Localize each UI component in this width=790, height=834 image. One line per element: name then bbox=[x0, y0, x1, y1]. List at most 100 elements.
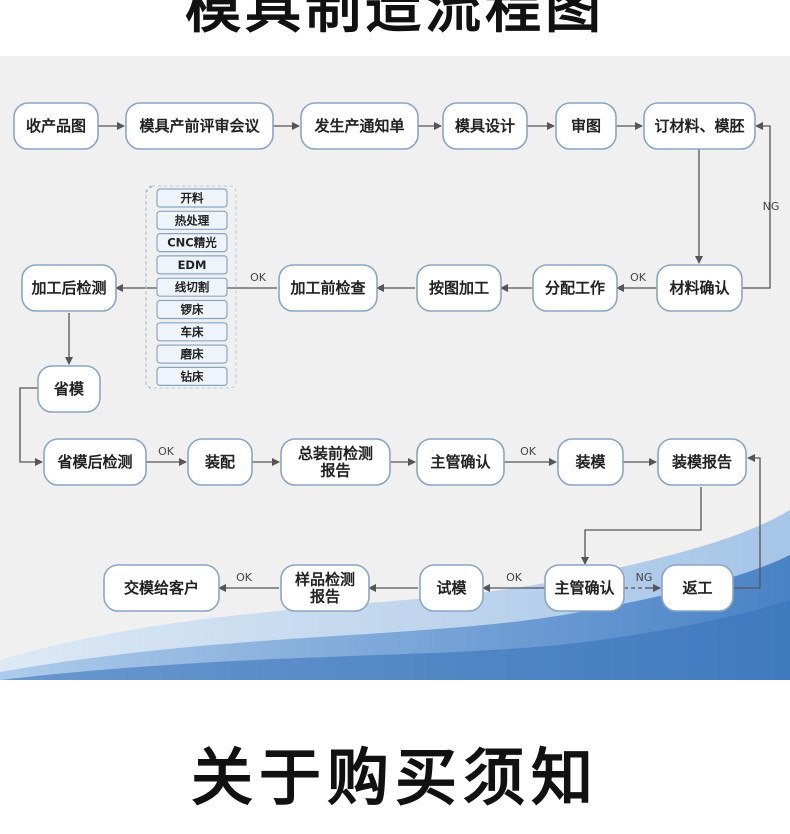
label-ok-mount: OK bbox=[520, 445, 537, 458]
node-box bbox=[280, 564, 370, 612]
node-label: 试模 bbox=[436, 579, 467, 597]
process-item: 开料 bbox=[156, 188, 228, 208]
flow-node-n7: 材料确认 bbox=[656, 264, 743, 312]
flow-node-n5: 审图 bbox=[555, 102, 617, 150]
process-label: 车床 bbox=[181, 325, 204, 339]
label-ng-top: NG bbox=[763, 200, 780, 213]
node-label: 装模 bbox=[574, 453, 606, 471]
edges bbox=[19, 122, 771, 592]
node-label: 收产品图 bbox=[26, 117, 86, 135]
node-label: 总装前检测 bbox=[298, 445, 373, 463]
process-label: 钻床 bbox=[181, 369, 204, 383]
node-box bbox=[532, 264, 618, 312]
flow-node-n3: 发生产通知单 bbox=[300, 102, 419, 150]
flow-node-n13: 省模后检测 bbox=[43, 438, 147, 486]
flow-node-n12: 省模 bbox=[37, 365, 101, 413]
node-box bbox=[661, 564, 734, 612]
process-label: CNC精光 bbox=[167, 236, 217, 250]
label-ng-rework: NG bbox=[636, 571, 653, 584]
node-label: 加工前检查 bbox=[289, 279, 366, 297]
process-item: 车床 bbox=[156, 322, 228, 342]
flow-node-n19: 主管确认 bbox=[544, 564, 625, 612]
process-item: 线切割 bbox=[156, 277, 228, 297]
node-box bbox=[37, 365, 101, 413]
node-box bbox=[278, 264, 378, 312]
process-item: CNC精光 bbox=[156, 233, 228, 253]
flowchart-panel: NG OK OK OK OK OK NG OK 开料热处理 CNC精光 EDM 线切割… bbox=[0, 56, 790, 680]
node-label: 分配工作 bbox=[545, 279, 605, 297]
node-label: 主管确认 bbox=[430, 453, 491, 471]
node-box bbox=[187, 438, 253, 486]
node-label: 装配 bbox=[204, 453, 235, 471]
label-ok-assembly: OK bbox=[158, 445, 175, 458]
node-box bbox=[657, 438, 747, 486]
process-item: EDM bbox=[156, 255, 228, 275]
node-label: 订材料、模胚 bbox=[654, 117, 744, 135]
flow-node-n9: 按图加工 bbox=[416, 264, 502, 312]
flow-node-n2: 模具产前评审会议 bbox=[125, 102, 274, 150]
footer-title: 关于购买须知 bbox=[190, 741, 599, 814]
flow-node-n17: 装模 bbox=[557, 438, 624, 486]
flow-node-n8: 分配工作 bbox=[532, 264, 618, 312]
flow-node-n18: 装模报告 bbox=[657, 438, 747, 486]
node-box bbox=[300, 102, 419, 150]
node-label: 模具产前评审会议 bbox=[139, 117, 260, 135]
node-label: 材料确认 bbox=[669, 279, 730, 297]
flow-node-n23: 交模给客户 bbox=[103, 564, 220, 612]
node-box bbox=[442, 102, 528, 150]
node-box bbox=[43, 438, 147, 486]
process-item: 锣床 bbox=[156, 299, 228, 320]
node-box bbox=[416, 264, 502, 312]
background-wave bbox=[0, 510, 790, 680]
edge-labels: NG OK OK OK OK OK NG OK bbox=[158, 200, 779, 584]
node-box bbox=[125, 102, 274, 150]
flow-node-n14: 装配 bbox=[187, 438, 253, 486]
flow-node-n6: 订材料、模胚 bbox=[643, 102, 756, 150]
label-ok-trial: OK bbox=[506, 571, 523, 584]
flow-node-n21: 试模 bbox=[419, 564, 484, 612]
node-box bbox=[557, 438, 624, 486]
process-label: 开料 bbox=[181, 191, 204, 205]
process-label: 热处理 bbox=[175, 213, 210, 227]
node-label: 装模报告 bbox=[671, 453, 732, 471]
label-ok-deliver: OK bbox=[236, 571, 253, 584]
node-label: 加工后检测 bbox=[30, 279, 106, 297]
node-label: 报告 bbox=[320, 462, 350, 480]
node-label: 交模给客户 bbox=[124, 579, 199, 597]
flow-node-n11: 加工后检测 bbox=[21, 264, 117, 312]
process-item: 钻床 bbox=[156, 366, 228, 386]
node-box bbox=[656, 264, 743, 312]
node-box bbox=[13, 102, 99, 150]
node-box bbox=[280, 438, 391, 486]
node-box bbox=[21, 264, 117, 312]
node-box bbox=[419, 564, 484, 612]
node-label: 报告 bbox=[310, 588, 340, 606]
flow-node-n10: 加工前检查 bbox=[278, 264, 378, 312]
process-label: 磨床 bbox=[180, 347, 204, 361]
node-label: 审图 bbox=[571, 117, 601, 135]
node-box bbox=[544, 564, 625, 612]
node-label: 返工 bbox=[682, 579, 712, 597]
node-label: 模具设计 bbox=[455, 117, 515, 135]
node-box bbox=[103, 564, 220, 612]
node-label: 发生产通知单 bbox=[313, 117, 404, 135]
node-box bbox=[555, 102, 617, 150]
node-label: 省模后检测 bbox=[56, 453, 132, 471]
process-label: 锣床 bbox=[181, 303, 204, 317]
node-label: 样品检测 bbox=[295, 571, 355, 589]
process-item: 磨床 bbox=[156, 344, 228, 364]
process-label: 线切割 bbox=[175, 280, 210, 294]
header-title: 模具制造流程图 bbox=[185, 0, 605, 41]
label-ok-check: OK bbox=[250, 271, 267, 284]
node-label: 按图加工 bbox=[429, 279, 489, 297]
flow-node-n1: 收产品图 bbox=[13, 102, 99, 150]
process-label: EDM bbox=[178, 258, 207, 272]
flow-node-n4: 模具设计 bbox=[442, 102, 528, 150]
node-label: 省模 bbox=[53, 380, 85, 398]
